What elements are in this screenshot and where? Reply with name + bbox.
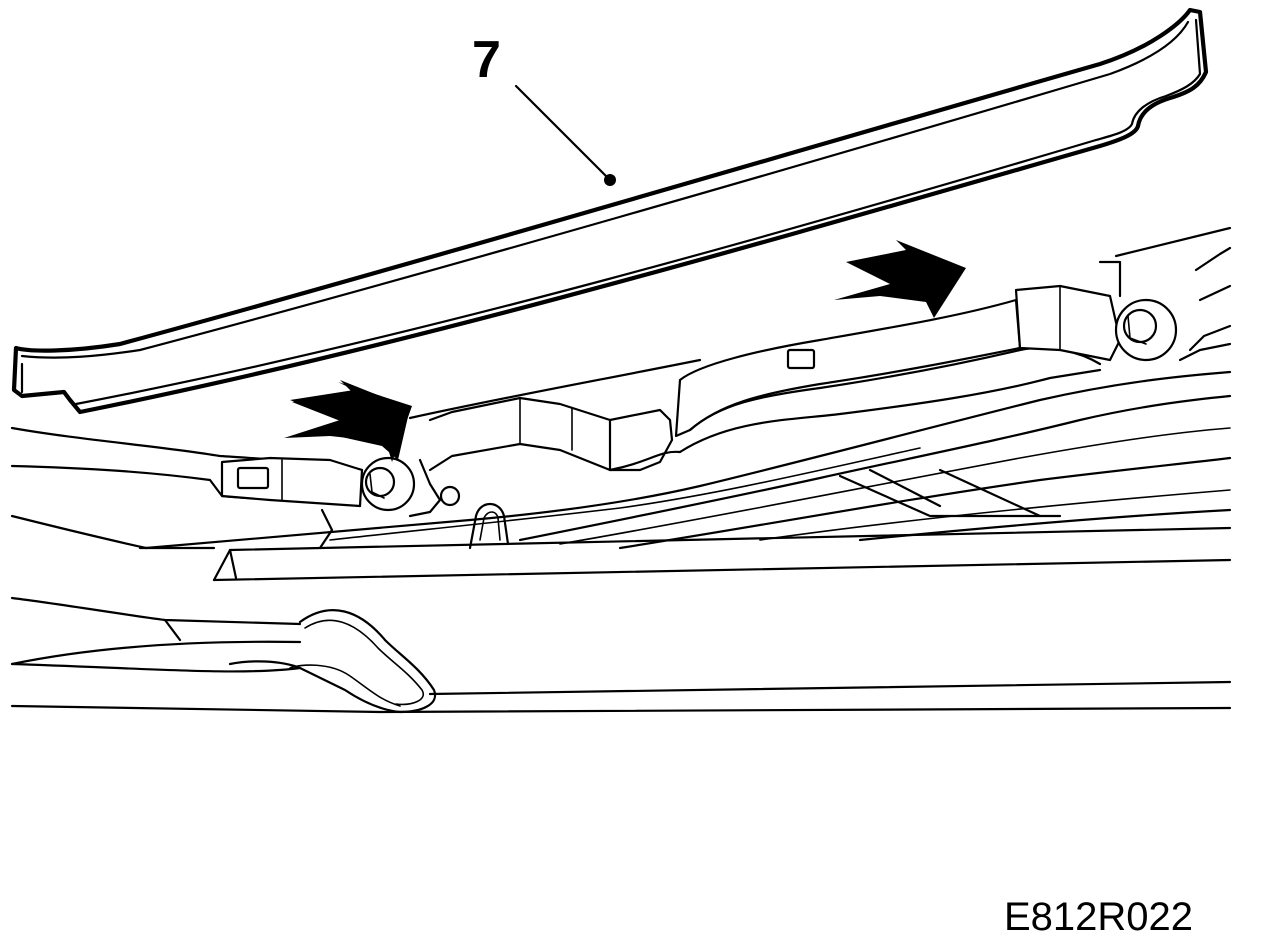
arrow-down-left <box>284 380 412 462</box>
trim-strip-part-7 <box>11 7 1209 415</box>
center-clip <box>468 502 510 550</box>
callout-leader <box>514 84 616 186</box>
mounting-frame <box>10 226 1232 550</box>
right-bolt <box>1114 298 1178 362</box>
arrow-down-right <box>834 240 966 318</box>
left-bolt <box>360 456 416 512</box>
figure-reference-code: E812R022 <box>1004 895 1194 939</box>
callout-number-7: 7 <box>472 31 501 89</box>
lower-body-panel <box>10 596 1232 714</box>
front-rail <box>138 526 1232 582</box>
